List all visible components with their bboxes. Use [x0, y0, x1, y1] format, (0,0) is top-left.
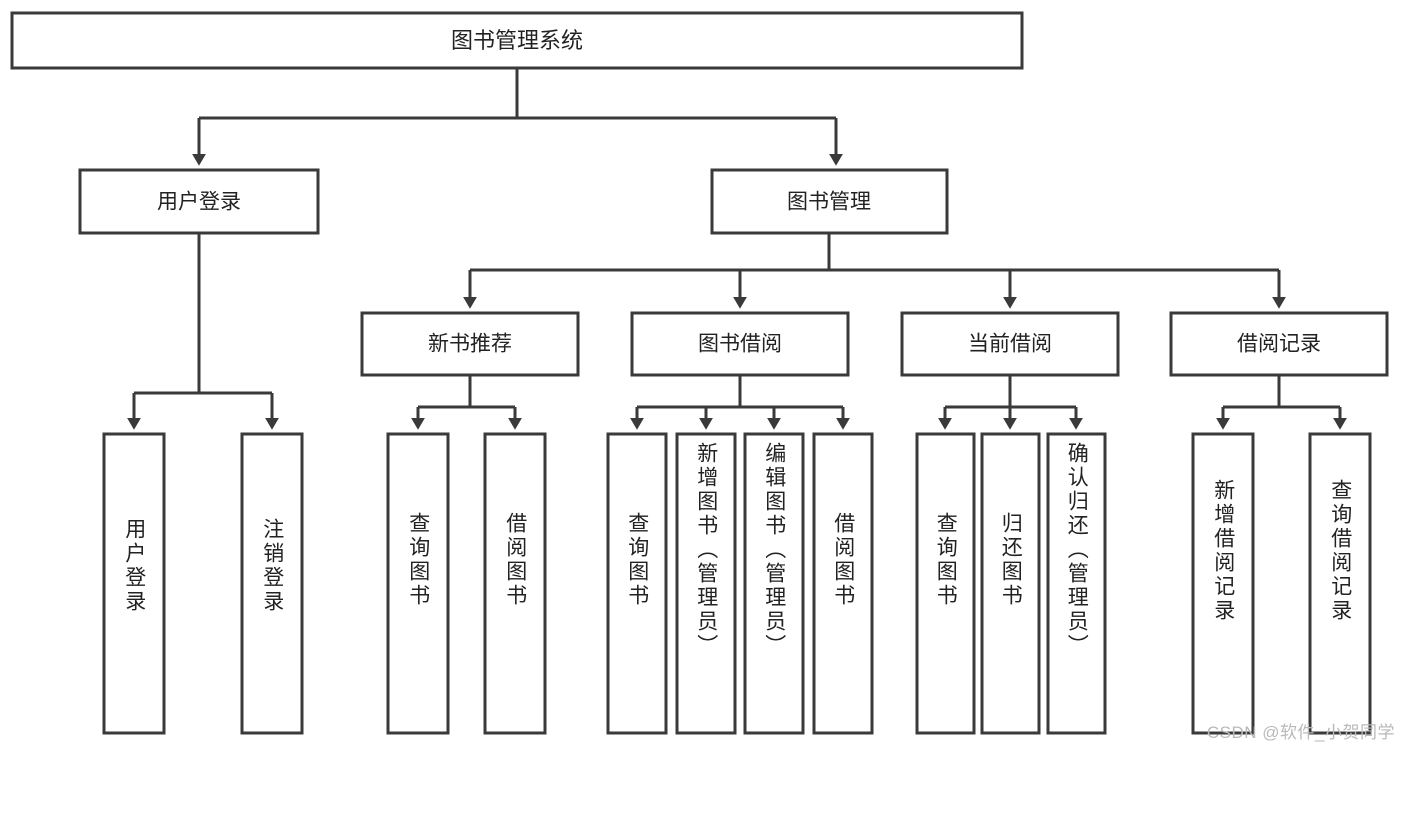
borrow-record-label: 借阅记录	[1237, 333, 1321, 356]
connector-user-login-to-leaves	[127, 233, 279, 430]
node-current-borrow[interactable]: 当前借阅	[900, 311, 1120, 377]
leaf-box-add-book-admin[interactable]	[675, 432, 737, 735]
node-book-borrow[interactable]: 图书借阅	[630, 311, 850, 377]
leaf-box-borrow-book-rec[interactable]	[483, 432, 547, 735]
leaf-box-return-book[interactable]	[980, 432, 1041, 735]
node-borrow-record[interactable]: 借阅记录	[1169, 311, 1389, 377]
watermark: CSDN @软件_小贺同学	[1206, 723, 1395, 742]
system-structure-diagram: 图书管理系统 用户登录 图书管理 新书推荐 图书借阅 当前借阅 借阅记录	[10, 11, 1389, 735]
root-box	[10, 11, 1024, 70]
user-login-box	[78, 168, 320, 235]
node-user-login[interactable]: 用户登录	[78, 168, 320, 235]
leaf-box-borrow-book[interactable]	[812, 432, 874, 735]
book-management-label: 图书管理	[787, 191, 871, 214]
user-login-label: 用户登录	[157, 191, 241, 214]
new-book-recommend-box	[360, 311, 580, 377]
book-management-box	[710, 168, 949, 235]
current-borrow-box	[900, 311, 1120, 377]
leaf-box-query-book-rec[interactable]	[386, 432, 450, 735]
leaf-box-user-login[interactable]	[102, 432, 166, 735]
node-new-book-recommend[interactable]: 新书推荐	[360, 311, 580, 377]
book-borrow-label: 图书借阅	[698, 333, 782, 356]
leaf-box-query-book-borrow[interactable]	[606, 432, 668, 735]
leaf-box-logout[interactable]	[240, 432, 304, 735]
root-label: 图书管理系统	[451, 28, 583, 53]
leaf-box-add-borrow-record[interactable]	[1191, 432, 1255, 735]
node-root-system[interactable]: 图书管理系统	[10, 11, 1024, 70]
leaf-box-edit-book-admin[interactable]	[743, 432, 805, 735]
connector-root-to-level2	[192, 68, 843, 166]
connector-book-mgmt-to-level3	[463, 233, 1286, 309]
book-borrow-box	[630, 311, 850, 377]
borrow-record-box	[1169, 311, 1389, 377]
current-borrow-label: 当前借阅	[968, 333, 1052, 356]
leaf-box-query-book-current[interactable]	[915, 432, 976, 735]
connector-book-borrow-to-leaves	[630, 375, 850, 430]
leaf-box-query-borrow-record[interactable]	[1308, 432, 1372, 735]
leaf-box-confirm-return-admin[interactable]	[1046, 432, 1107, 735]
connector-new-book-rec-to-leaves	[411, 375, 522, 430]
new-book-recommend-label: 新书推荐	[428, 333, 512, 356]
node-book-management[interactable]: 图书管理	[710, 168, 949, 235]
leaf-boxes	[102, 432, 1372, 735]
connector-current-borrow-to-leaves	[938, 375, 1083, 430]
connector-borrow-record-to-leaves	[1216, 375, 1347, 430]
